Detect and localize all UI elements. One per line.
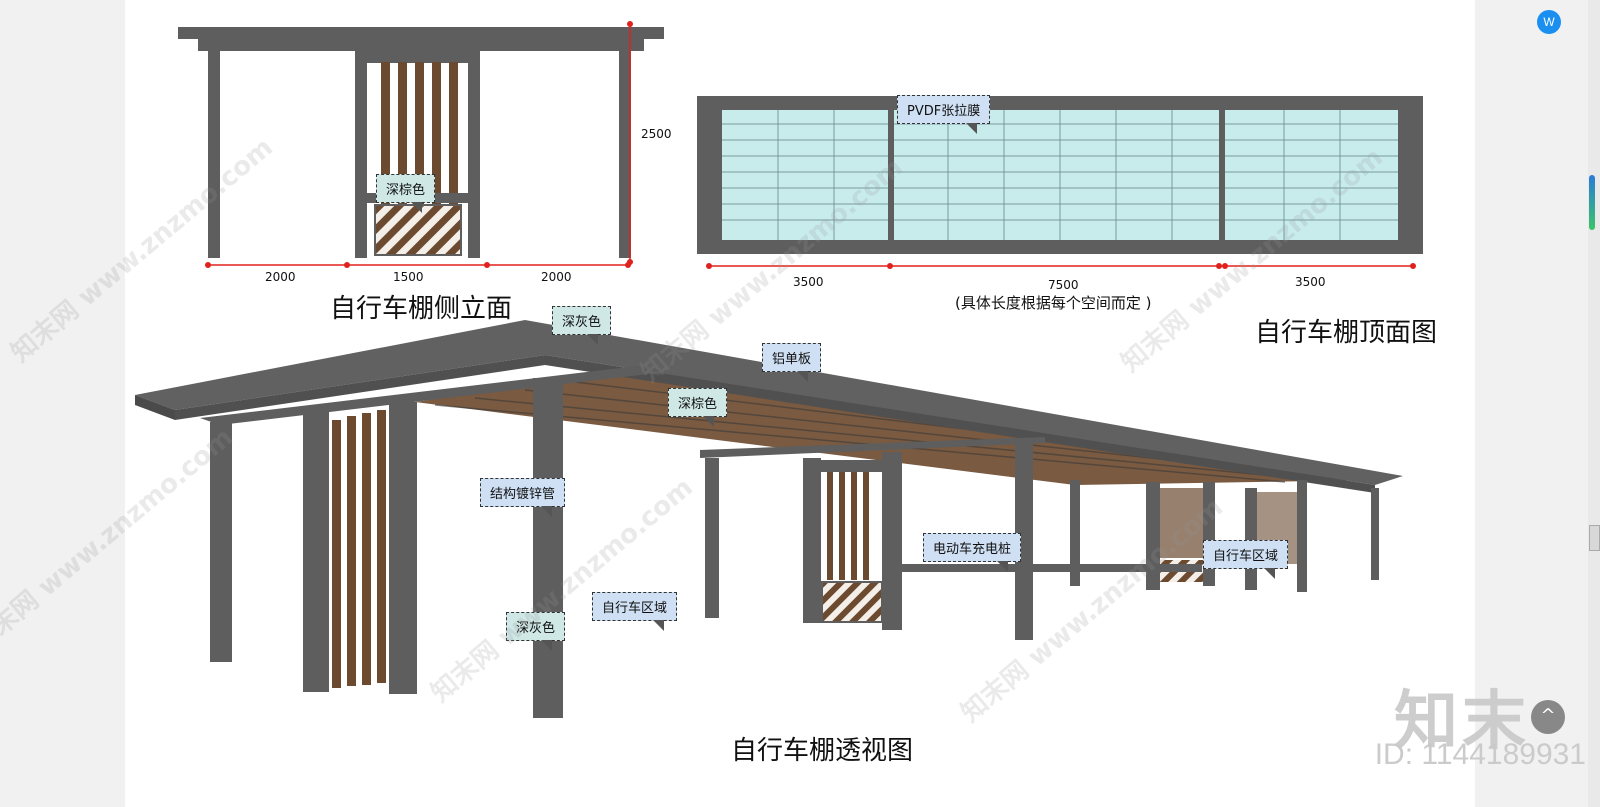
callout-ev-charging: 电动车充电桩 xyxy=(923,533,1022,572)
callout-aluminum-panel: 铝单板 xyxy=(762,343,822,382)
scroll-position-marker xyxy=(1589,175,1595,230)
callout-bike-area-1: 自行车区域 xyxy=(592,592,678,631)
scrollbar-track[interactable] xyxy=(1588,0,1600,807)
callout-wood-dark-brown: 深棕色 xyxy=(668,388,728,427)
top-width-center: 7500 xyxy=(1048,278,1079,292)
width-dimension-center: 1500 xyxy=(393,270,424,284)
callout-column-dark-gray: 深灰色 xyxy=(506,612,566,651)
top-width-left: 3500 xyxy=(793,275,824,289)
callout-bike-area-2: 自行车区域 xyxy=(1203,540,1289,579)
perspective-title: 自行车棚透视图 xyxy=(731,736,914,766)
top-view-drawing xyxy=(697,96,1423,269)
width-dimension-right: 2000 xyxy=(541,270,572,284)
scroll-top-button[interactable]: ^ xyxy=(1531,700,1565,734)
image-id: ID: 1144189931 xyxy=(1374,738,1586,771)
callout-pvdf-membrane: PVDF张拉膜 xyxy=(897,95,991,134)
length-note: (具体长度根据每个空间而定 ) xyxy=(955,294,1152,312)
width-dimension-left: 2000 xyxy=(265,270,296,284)
callout-galvanized-pipe: 结构镀锌管 xyxy=(480,478,566,517)
brand-logo: 知末 xyxy=(1394,685,1530,759)
callout-roof-dark-gray: 深灰色 xyxy=(552,306,612,345)
height-dimension: 2500 xyxy=(641,127,672,141)
top-view-title: 自行车棚顶面图 xyxy=(1255,318,1438,348)
side-elevation-drawing xyxy=(178,21,664,268)
app-icon[interactable]: W xyxy=(1537,10,1561,34)
drawing-sheet: 2500 2000 1500 2000 深棕色 自行车棚侧立面 xyxy=(0,0,1475,807)
side-elevation-title: 自行车棚侧立面 xyxy=(330,294,513,324)
scrollbar-thumb[interactable] xyxy=(1589,525,1600,551)
perspective-drawing xyxy=(135,320,1403,718)
top-width-right: 3500 xyxy=(1295,275,1326,289)
callout-dark-brown: 深棕色 xyxy=(376,174,436,213)
